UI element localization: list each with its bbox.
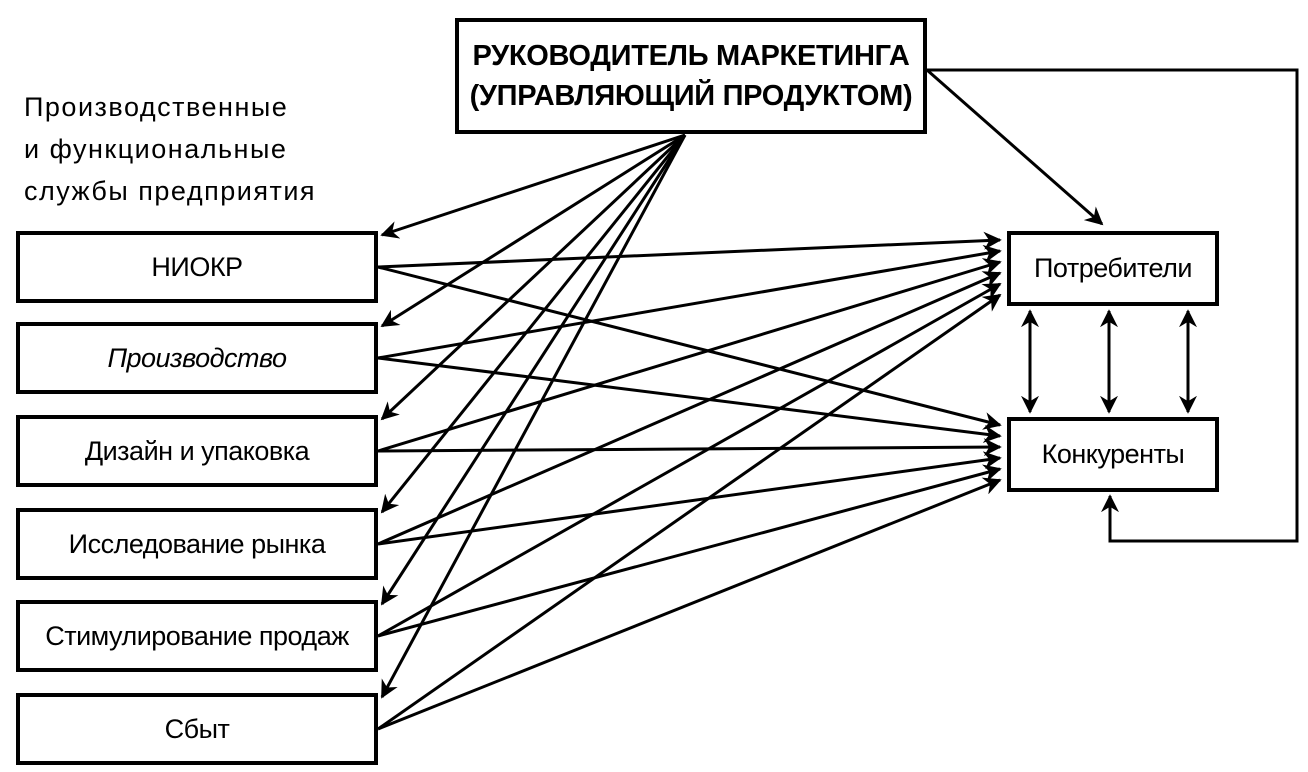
service-label: НИОКР	[151, 251, 243, 282]
competitors-label: Конкуренты	[1041, 439, 1185, 469]
service-label: Дизайн и упаковка	[84, 435, 310, 466]
services-caption: Производственные и функциональные службы…	[24, 92, 317, 206]
service-box-niokr: НИОКР	[16, 231, 378, 303]
arrow-manager-to-niokr	[380, 133, 686, 239]
service-label: Стимулирование продаж	[45, 620, 349, 651]
arrow-research-to-consumers	[377, 271, 1002, 546]
arrow-niokr-to-consumers	[377, 231, 1002, 269]
arrow-promotion-to-competitors	[377, 464, 1002, 638]
service-label: Производство	[107, 342, 287, 373]
arrow-production-to-consumers	[377, 244, 1002, 360]
marketing-manager-box: РУКОВОДИТЕЛЬ МАРКЕТИНГА (УПРАВЛЯЮЩИЙ ПРО…	[455, 18, 927, 134]
arrow-promotion-to-consumers	[377, 282, 1002, 638]
arrow-manager-to-design	[380, 133, 687, 421]
service-box-research: Исследование рынка	[16, 508, 378, 580]
marketing-manager-label: РУКОВОДИТЕЛЬ МАРКЕТИНГА (УПРАВЛЯЮЩИЙ ПРО…	[469, 40, 913, 112]
service-box-production: Производство	[16, 322, 378, 394]
consumers-label: Потребители	[1034, 253, 1193, 283]
arrow-production-to-competitors	[377, 356, 1002, 443]
consumers-box: Потребители	[1007, 231, 1219, 306]
arrow-sales-to-competitors	[377, 477, 1002, 731]
service-box-promotion: Стимулирование продаж	[16, 600, 378, 672]
arrow-manager-feedback-to-competitors	[927, 68, 1299, 543]
arrow-niokr-to-competitors	[377, 265, 1002, 430]
service-box-sales: Сбыт	[16, 693, 378, 765]
arrow-manager-to-research	[380, 134, 687, 514]
arrow-design-to-consumers	[377, 258, 1002, 453]
service-label: Исследование рынка	[68, 528, 326, 559]
arrow-manager-to-consumers	[926, 68, 1104, 226]
arrow-manager-to-promotion	[380, 134, 687, 606]
arrow-design-to-competitors	[377, 438, 1002, 457]
arrow-research-to-competitors	[377, 451, 1002, 546]
arrow-manager-to-sales	[380, 134, 687, 699]
service-box-design: Дизайн и упаковка	[16, 415, 378, 487]
arrow-manager-to-production	[380, 133, 686, 328]
arrow-sales-to-consumers	[377, 293, 1002, 731]
service-label: Сбыт	[164, 713, 230, 744]
competitors-box: Конкуренты	[1007, 417, 1219, 492]
